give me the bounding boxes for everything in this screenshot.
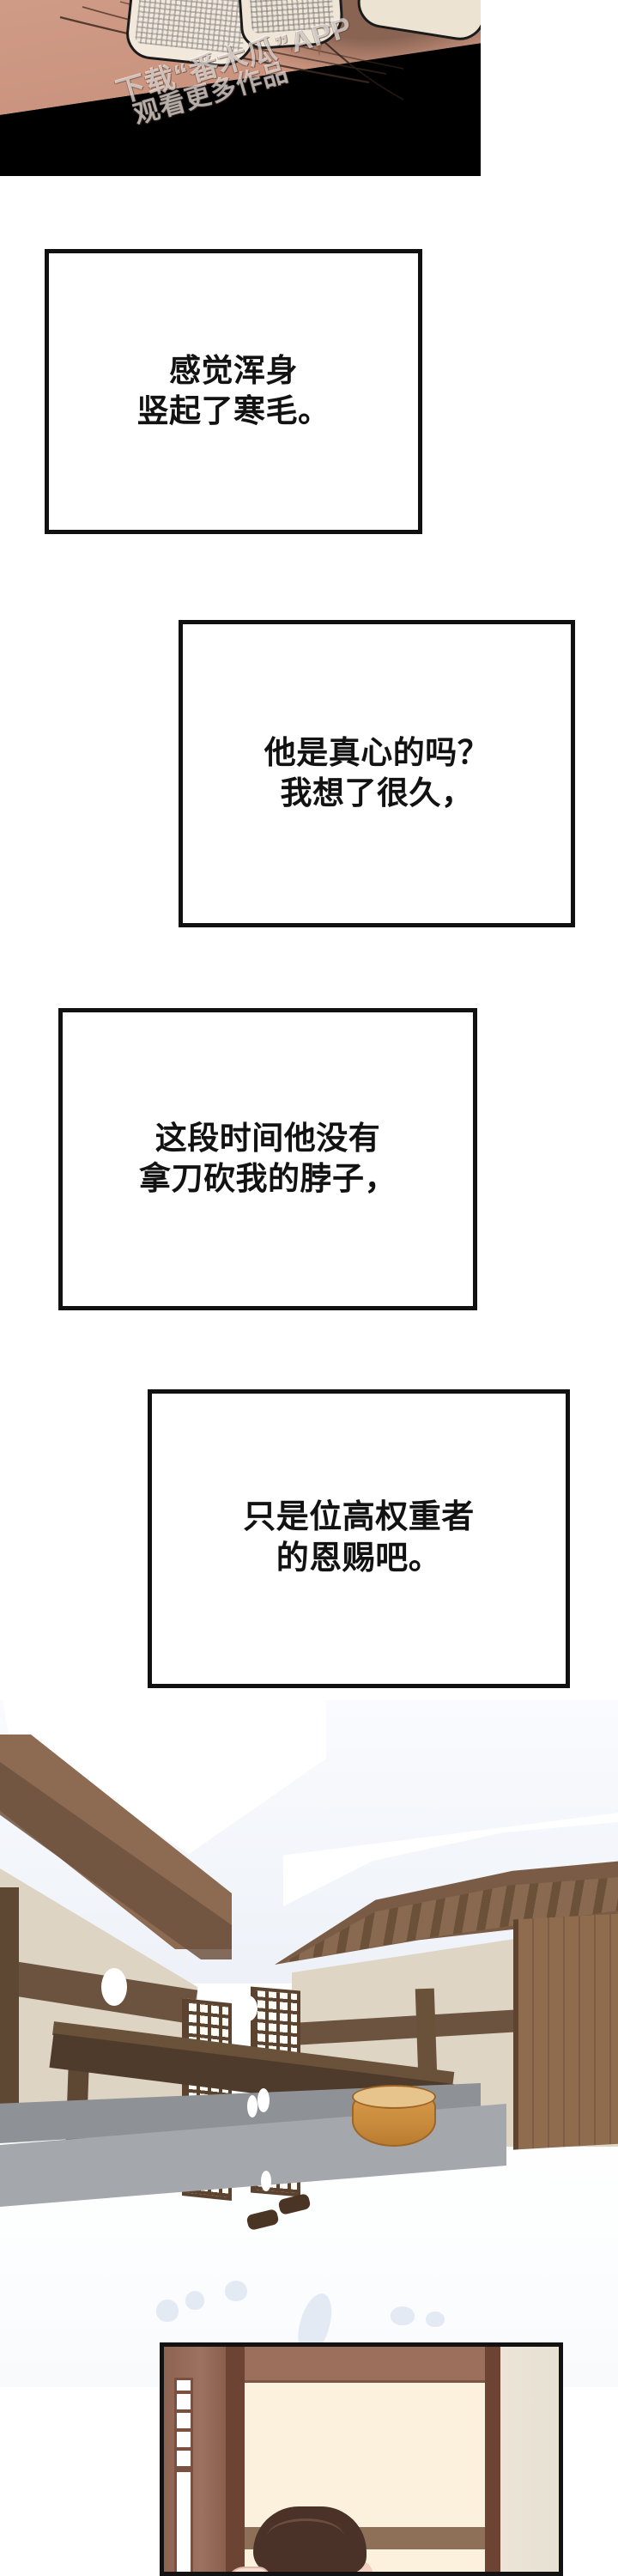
dialogue-text-2: 他是真心的吗？ 我想了很久， [264,735,490,811]
snow-clump-4 [261,2171,271,2191]
inset-left-wall [164,2347,226,2572]
snow-clump-1 [101,1968,127,2006]
dialogue-box-4: 只是位高权重者 的恩赐吧。 [148,1389,570,1688]
inset-right-wall [500,2347,559,2572]
footprint-7 [225,2281,247,2301]
footprint-5 [156,2300,179,2322]
footprint-4 [426,2312,445,2327]
inset-wall-slot [174,2378,193,2472]
dialogue-text-1: 感觉浑身 竖起了寒毛。 [136,353,330,428]
inset-paper-pane-upper [245,2383,485,2527]
inset-wall-slot-tail [174,2472,193,2572]
snow-clump-3 [247,2095,258,2117]
panel-snowy-courtyard [0,1700,618,2387]
wooden-door [513,1913,618,2150]
snow-clump-5 [258,2088,270,2112]
dialogue-text-4: 只是位高权重者 的恩赐吧。 [243,1499,475,1577]
dialogue-box-1: 感觉浑身 竖起了寒毛。 [45,249,422,534]
inset-door-frame-right [485,2347,500,2572]
character-hair [253,2506,367,2572]
footprint-6 [185,2291,204,2310]
panel-inset-doorway [160,2342,563,2576]
inset-door-frame-left [226,2347,245,2572]
panel-top-closeup: 下载“番木瓜”APP 观看更多作品 [0,0,481,176]
dialogue-box-2: 他是真心的吗？ 我想了很久， [179,620,575,927]
footprint-3 [391,2306,415,2325]
wooden-bucket-rim [352,2085,436,2109]
left-corner-post [0,1887,19,2136]
snow-clump-2 [239,1996,258,2021]
inset-door-header [245,2347,485,2383]
dialogue-text-3: 这段时间他没有 拿刀砍我的脖子， [139,1121,397,1196]
dialogue-box-3: 这段时间他没有 拿刀砍我的脖子， [58,1008,477,1310]
